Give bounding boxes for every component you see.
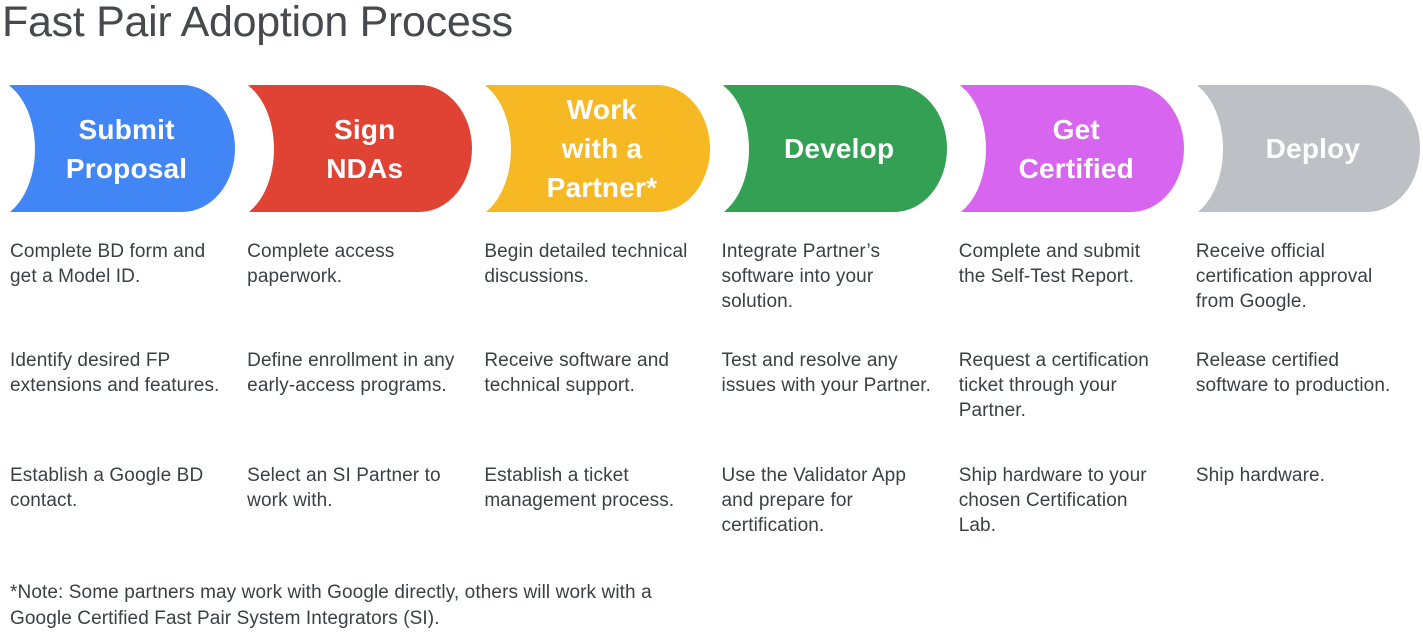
detail-item: Define enrollment in any early-access pr…	[247, 350, 455, 396]
step-submit-proposal: Submit Proposal	[0, 78, 237, 219]
step-label-get-certified: Get Certified	[1018, 113, 1134, 184]
details-column-submit-proposal: Complete BD form and get a Model ID. Ide…	[0, 239, 237, 538]
step-label-develop: Develop	[783, 133, 895, 164]
detail-item: Receive software and technical support.	[484, 350, 670, 396]
step-shape-submit-proposal: Submit Proposal	[0, 78, 236, 219]
step-shape-get-certified: Get Certified	[895, 78, 1184, 219]
step-sign-ndas: Sign NDAs	[184, 78, 474, 219]
detail-item: Receive official certification approval …	[1195, 241, 1373, 312]
detail-item: Test and resolve any issues with your Pa…	[721, 350, 931, 396]
step-label-sign-ndas: Sign NDAs	[326, 113, 404, 184]
detail-item: Complete and submit the Self-Test Report…	[958, 241, 1141, 287]
step-label-submit-proposal: Submit Proposal	[65, 113, 188, 184]
detail-item: Complete BD form and get a Model ID.	[10, 241, 206, 287]
detail-item: Ship hardware to your chosen Certificati…	[958, 465, 1147, 536]
detail-item: Complete access paperwork.	[247, 241, 395, 287]
detail-item: Use the Validator App and prepare for ce…	[721, 465, 906, 536]
step-label-deploy: Deploy	[1265, 133, 1361, 164]
details-column-work-with-partner: Begin detailed technical discussions. Re…	[474, 239, 711, 538]
step-develop: Develop	[658, 78, 949, 219]
process-steps-row: Submit Proposal Sign NDAs Work with a Pa…	[0, 78, 1423, 219]
footnote: *Note: Some partners may work with Googl…	[10, 582, 652, 629]
detail-item: Establish a Google BD contact.	[10, 465, 204, 511]
details-column-get-certified: Complete and submit the Self-Test Report…	[949, 239, 1186, 538]
detail-item: Establish a ticket management process.	[484, 465, 675, 511]
detail-item: Request a certification ticket through y…	[958, 350, 1149, 421]
step-shape-deploy: Deploy	[1132, 78, 1421, 219]
step-details-grid: Complete BD form and get a Model ID. Ide…	[0, 239, 1423, 538]
step-shape-develop: Develop	[658, 78, 947, 219]
details-column-sign-ndas: Complete access paperwork. Define enroll…	[237, 239, 474, 538]
details-column-develop: Integrate Partner’s software into your s…	[712, 239, 949, 538]
step-label-work-with-partner: Work with a Partner*	[546, 94, 658, 203]
step-shape-sign-ndas: Sign NDAs	[184, 78, 473, 219]
step-shape-work-with-partner: Work with a Partner*	[421, 78, 710, 219]
detail-item: Integrate Partner’s software into your s…	[721, 241, 881, 312]
page-title: Fast Pair Adoption Process	[2, 0, 513, 46]
details-column-deploy: Receive official certification approval …	[1186, 239, 1423, 538]
detail-item: Begin detailed technical discussions.	[484, 241, 688, 287]
step-deploy: Deploy	[1132, 78, 1423, 219]
step-get-certified: Get Certified	[895, 78, 1186, 219]
step-work-with-partner: Work with a Partner*	[421, 78, 711, 219]
detail-item: Ship hardware.	[1195, 465, 1326, 486]
detail-item: Select an SI Partner to work with.	[247, 465, 441, 511]
detail-item: Identify desired FP extensions and featu…	[10, 350, 220, 396]
detail-item: Release certified software to production…	[1195, 350, 1391, 396]
